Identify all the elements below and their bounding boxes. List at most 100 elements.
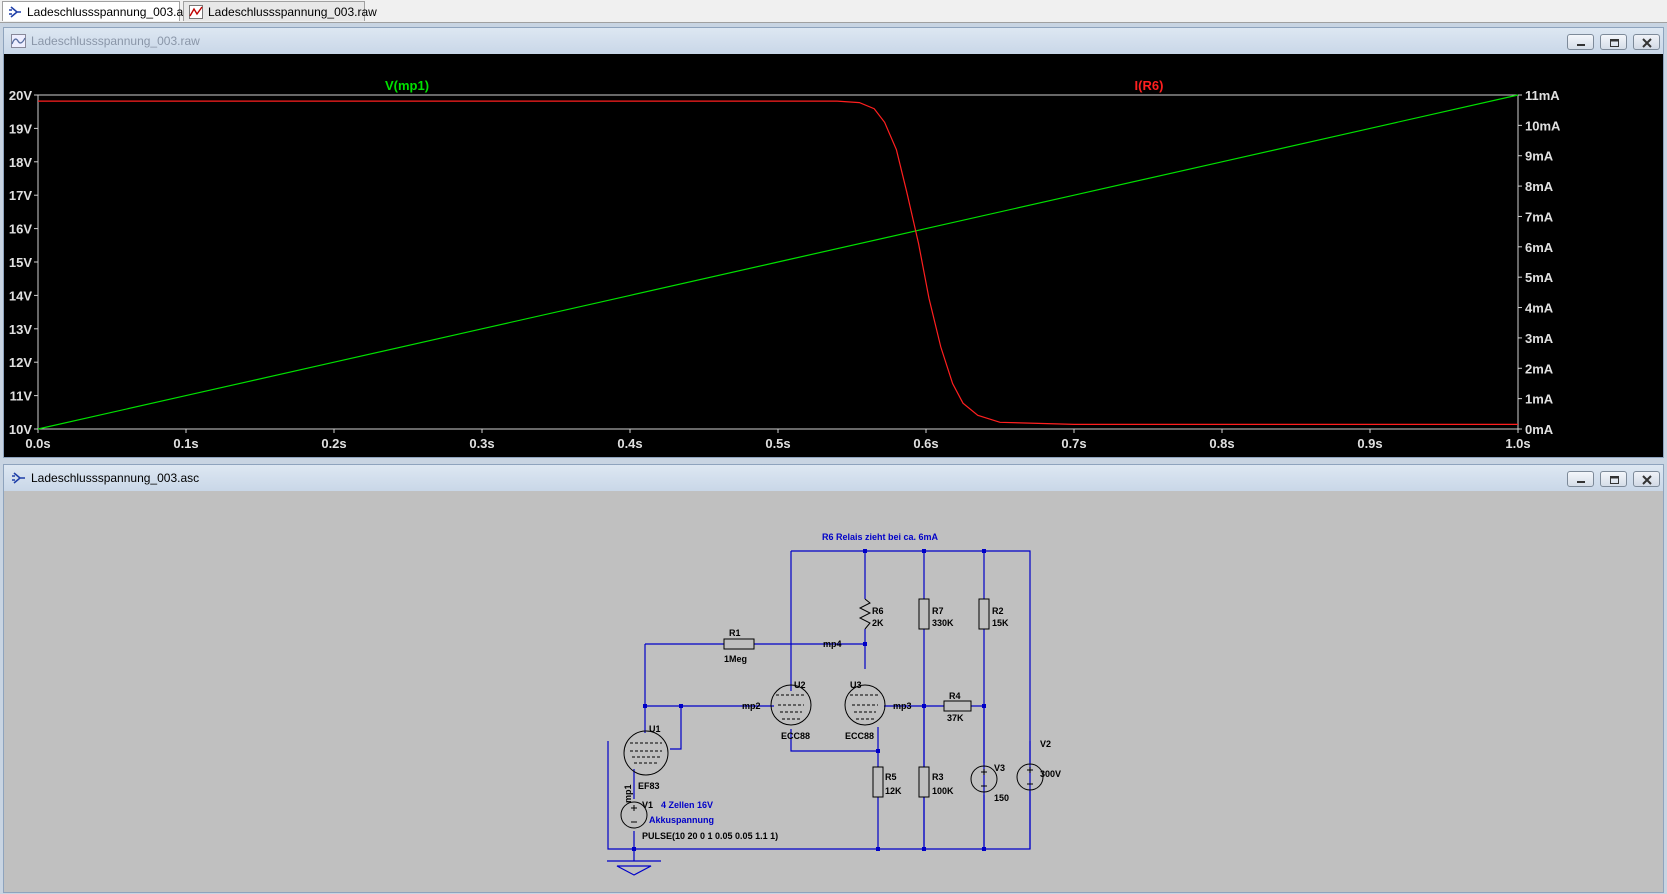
- value-v1: PULSE(10 20 0 1 0.05 0.05 1.1 1): [642, 831, 778, 841]
- value-u3: ECC88: [845, 731, 874, 741]
- restore-icon: [1610, 476, 1619, 484]
- pane-separator[interactable]: [0, 458, 1667, 463]
- value-v3: 150: [994, 793, 1009, 803]
- minimize-icon: [1577, 481, 1585, 483]
- label-r3: R3: [932, 772, 944, 782]
- resistor-r4[interactable]: [943, 700, 972, 712]
- x-tick-label: 0.5s: [765, 436, 790, 451]
- minimize-icon: [1577, 44, 1585, 46]
- minimize-button[interactable]: [1567, 471, 1594, 487]
- resistor-r5[interactable]: [872, 766, 884, 798]
- schematic-icon: [9, 6, 21, 18]
- x-tick-label: 0.3s: [469, 436, 494, 451]
- schematic-labels: R6 Relais zieht bei ca. 6mA R1 1Meg R6 2…: [623, 532, 1061, 841]
- value-u1: EF83: [638, 781, 660, 791]
- y-right-tick-label: 11mA: [1525, 88, 1560, 103]
- x-tick-label: 0.4s: [617, 436, 642, 451]
- resistor-r2[interactable]: [978, 598, 990, 630]
- net-label-mp4: mp4: [823, 639, 842, 649]
- y-right-tick-label: 8mA: [1525, 179, 1554, 194]
- schematic-window-titlebar[interactable]: Ladeschlussspannung_003.asc: [4, 465, 1663, 491]
- maximize-button[interactable]: [1600, 34, 1627, 50]
- comment-cells: 4 Zellen 16V: [661, 800, 713, 810]
- close-button[interactable]: [1633, 471, 1660, 487]
- voltage-sources: [620, 763, 1044, 829]
- resistor-r6[interactable]: [858, 598, 872, 630]
- waveform-window-title: Ladeschlussspannung_003.raw: [31, 34, 200, 48]
- value-r2: 15K: [992, 618, 1009, 628]
- value-v2: 300V: [1040, 769, 1061, 779]
- x-tick-label: 0.2s: [321, 436, 346, 451]
- y-right-tick-label: 10mA: [1525, 118, 1561, 133]
- label-v1: V1: [642, 800, 653, 810]
- waveform-window-titlebar[interactable]: Ladeschlussspannung_003.raw: [4, 28, 1663, 54]
- y-right-tick-label: 4mA: [1525, 301, 1554, 316]
- y-right-tick-label: 9mA: [1525, 149, 1554, 164]
- resistor-r3[interactable]: [918, 766, 930, 798]
- schematic-window: Ladeschlussspannung_003.asc: [3, 464, 1664, 893]
- label-r4: R4: [949, 691, 961, 701]
- close-button[interactable]: [1633, 34, 1660, 50]
- x-tick-label: 0.0s: [25, 436, 50, 451]
- tab-waveform[interactable]: Ladeschlussspannung_003.raw: [183, 1, 377, 21]
- net-label-mp3: mp3: [893, 701, 912, 711]
- close-icon: [1642, 38, 1652, 48]
- tab-schematic[interactable]: Ladeschlussspannung_003.asc: [2, 1, 195, 21]
- tube-u2[interactable]: [770, 684, 812, 726]
- trace-ir6: [38, 100, 1518, 425]
- tube-u1[interactable]: [623, 730, 669, 776]
- net-label-mp1: mp1: [623, 784, 633, 803]
- y-left-tick-label: 16V: [9, 222, 32, 237]
- label-u2: U2: [794, 680, 806, 690]
- waveform-window: Ladeschlussspannung_003.raw 0.0s 0.1s 0.2s…: [3, 27, 1664, 458]
- value-u2: ECC88: [781, 731, 810, 741]
- minimize-button[interactable]: [1567, 34, 1594, 50]
- schematic-window-title: Ladeschlussspannung_003.asc: [31, 471, 200, 485]
- source-v3[interactable]: [970, 765, 998, 793]
- y-left-tick-label: 14V: [9, 288, 32, 303]
- tube-u3[interactable]: [844, 684, 886, 726]
- label-r5: R5: [885, 772, 897, 782]
- x-tick-label: 0.1s: [173, 436, 198, 451]
- y-right-tick-label: 0mA: [1525, 422, 1554, 437]
- trace-legend-label: I(R6): [1135, 78, 1164, 93]
- maximize-button[interactable]: [1600, 471, 1627, 487]
- y-left-tick-label: 10V: [9, 422, 32, 437]
- y-left-tick-label: 12V: [9, 355, 32, 370]
- value-r3: 100K: [932, 786, 954, 796]
- close-icon: [1642, 475, 1652, 485]
- comment-battery: Akkuspannung: [649, 815, 714, 825]
- trace-legend-label: V(mp1): [385, 78, 429, 93]
- document-tab-bar: Ladeschlussspannung_003.asc Ladeschlusss…: [0, 0, 1667, 23]
- y-left-tick-label: 17V: [9, 188, 32, 203]
- schematic-note: R6 Relais zieht bei ca. 6mA: [822, 532, 939, 542]
- source-v2[interactable]: [1016, 763, 1044, 791]
- resistor-r7[interactable]: [918, 598, 930, 630]
- x-tick-label: 0.8s: [1209, 436, 1234, 451]
- label-r7: R7: [932, 606, 944, 616]
- y-left-tick-label: 20V: [9, 88, 32, 103]
- y-right-tick-label: 1mA: [1525, 392, 1554, 407]
- resistor-r1[interactable]: [723, 638, 755, 650]
- x-tick-label: 0.6s: [913, 436, 938, 451]
- x-tick-label: 0.7s: [1061, 436, 1086, 451]
- tab-label: Ladeschlussspannung_003.raw: [208, 5, 377, 19]
- tab-label: Ladeschlussspannung_003.asc: [27, 5, 196, 19]
- label-r2: R2: [992, 606, 1004, 616]
- y-right-tick-label: 2mA: [1525, 361, 1554, 376]
- y-left-tick-label: 19V: [9, 121, 32, 136]
- source-v1[interactable]: [620, 801, 648, 829]
- waveform-icon: [11, 34, 26, 48]
- restore-icon: [1610, 39, 1619, 47]
- value-r7: 330K: [932, 618, 954, 628]
- y-left-tick-label: 18V: [9, 155, 32, 170]
- resistors: [723, 598, 990, 798]
- schematic-drawing[interactable]: R6 Relais zieht bei ca. 6mA R1 1Meg R6 2…: [4, 491, 1663, 894]
- value-r5: 12K: [885, 786, 902, 796]
- label-r1: R1: [729, 628, 741, 638]
- label-v2: V2: [1040, 739, 1051, 749]
- schematic-canvas[interactable]: R6 Relais zieht bei ca. 6mA R1 1Meg R6 2…: [4, 491, 1663, 892]
- waveform-icon: [189, 5, 203, 19]
